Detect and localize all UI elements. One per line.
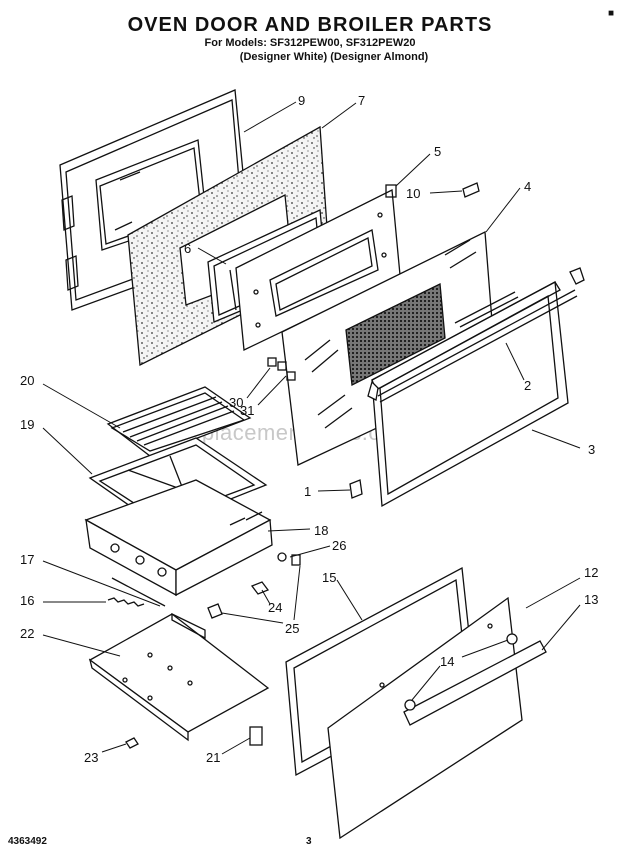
leader-lines: [42, 101, 581, 755]
clip-part-25: [207, 603, 223, 619]
document-number: 4363492: [8, 836, 47, 847]
callout-17: 17: [20, 552, 34, 567]
spring-part-16: [107, 597, 145, 607]
model-numbers: For Models: SF312PEW00, SF312PEW20: [204, 37, 416, 49]
model-variants: (Designer White) (Designer Almond): [239, 51, 429, 63]
callout-12: 12: [584, 565, 598, 580]
bracket-31a: [277, 361, 287, 371]
callout-9: 9: [298, 93, 305, 108]
callout-2: 2: [524, 378, 531, 393]
page-title: OVEN DOOR AND BROILER PARTS: [127, 14, 493, 36]
callout-19: 19: [20, 417, 34, 432]
callout-16: 16: [20, 593, 34, 608]
callout-10: 10: [406, 186, 420, 201]
drawer-outer-panel: [327, 596, 523, 840]
callout-14: 14: [440, 654, 454, 669]
callout-6: 6: [184, 241, 191, 256]
broiler-drawer: [84, 479, 273, 597]
callout-4: 4: [524, 179, 531, 194]
callout-3: 3: [588, 442, 595, 457]
callout-18: 18: [314, 523, 328, 538]
callout-1: 1: [304, 484, 311, 499]
corner-mark: ■: [607, 8, 614, 19]
callout-21: 21: [206, 750, 220, 765]
callout-23: 23: [84, 750, 98, 765]
page-number: 3: [306, 836, 312, 847]
callout-31: 31: [240, 403, 254, 418]
callout-5: 5: [434, 144, 441, 159]
broiler-grid: [106, 386, 252, 457]
bracket-part-21: [249, 726, 263, 746]
broiler-bottom-plate: [88, 612, 270, 742]
spacer-part-14a: [404, 699, 416, 711]
callout-26: 26: [332, 538, 346, 553]
bracket-31b: [286, 371, 296, 381]
callout-13: 13: [584, 592, 598, 607]
callout-24: 24: [268, 600, 282, 615]
bracket-30: [267, 357, 277, 367]
screw-part-26: [277, 552, 287, 562]
rod-part-17: [111, 577, 166, 607]
callout-labels: 9 7 5 10 4 6 30 31 20 19 2 3 1 18 26 17 …: [20, 93, 598, 765]
latch-part-24: [250, 581, 270, 595]
callout-22: 22: [20, 626, 34, 641]
callout-20: 20: [20, 373, 34, 388]
bolt-part-23: [125, 737, 139, 749]
callout-7: 7: [358, 93, 365, 108]
callout-15: 15: [322, 570, 336, 585]
callout-25: 25: [285, 621, 299, 636]
clip-part-10: [462, 182, 480, 198]
drawer-handle: [403, 640, 547, 726]
spacer-part-14b: [506, 633, 518, 645]
hinge-receiver: [349, 479, 363, 499]
door-frame-with-handle: [367, 267, 585, 508]
callout-30: 30: [229, 395, 243, 410]
inner-glass: [281, 230, 497, 466]
